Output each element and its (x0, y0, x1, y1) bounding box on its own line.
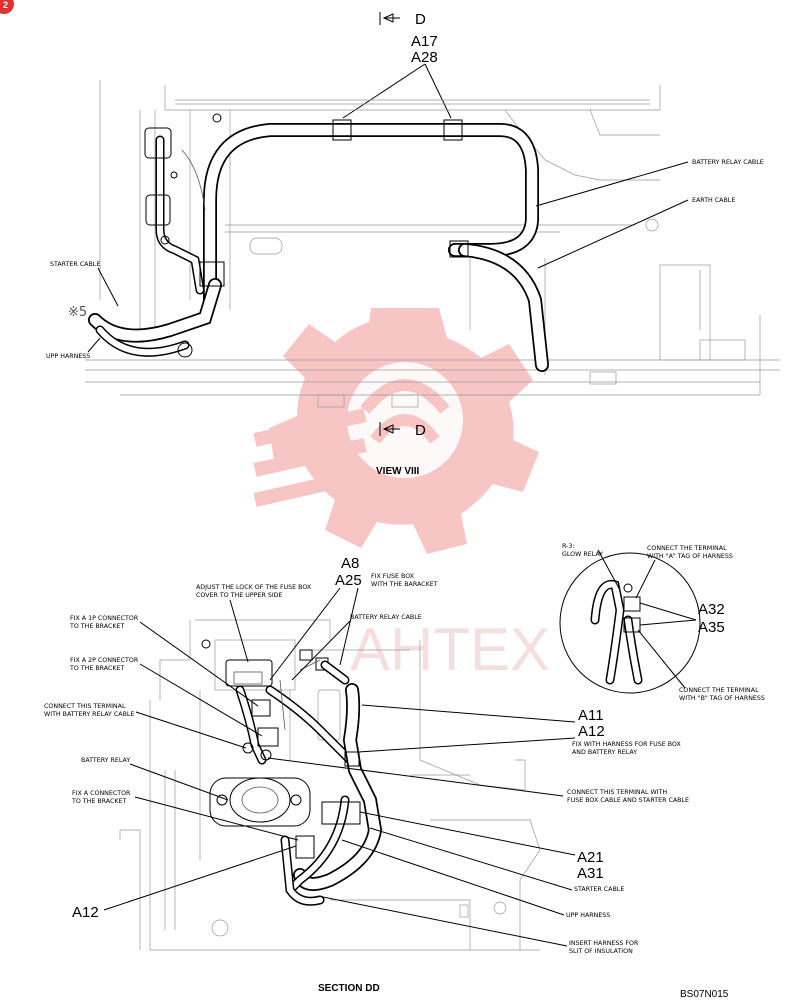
section-arrow-bottom: D (379, 422, 426, 439)
watermark-gear (269, 308, 539, 554)
note-battery-relay: BATTERY RELAY (81, 757, 130, 764)
cable-clamps (212, 113, 469, 258)
note-battery-relay-cable: BATTERY RELAY CABLE (350, 614, 422, 621)
part-ref-a32: A32 (698, 601, 725, 618)
watermark-logo: AHTEX (253, 308, 550, 683)
note-adjust-lock-2: COVER TO THE UPPER SIDE (196, 592, 283, 599)
note-r3-2: GLOW RELAY (562, 551, 603, 558)
note-fix-1p-1: FIX A 1P CONNECTOR (70, 615, 139, 622)
watermark-text: AHTEX (350, 616, 550, 683)
part-ref-a11: A11 (578, 707, 604, 724)
battery-relay-cable-route (203, 123, 539, 307)
battery-relay (209, 777, 311, 827)
drawing-id: BS07N015 (680, 989, 729, 1000)
note-connect-fuse-2: FUSE BOX CABLE AND STARTER CABLE (567, 797, 689, 804)
view-viii-title: VIEW VIII (376, 466, 420, 477)
earth-cable-route (458, 243, 549, 372)
note-r3-1: R-3: (562, 543, 575, 550)
frame-background (85, 80, 780, 408)
part-ref-a31: A31 (577, 865, 604, 882)
note-connect-fuse-1: CONNECT THIS TERMINAL WITH (567, 789, 667, 796)
section-arrow-top: D (379, 11, 426, 28)
section-dd-title: SECTION DD (318, 983, 380, 994)
note-insert-2: SLIT OF INSULATION (569, 948, 633, 955)
note-insert-1: INSERT HARNESS FOR (569, 940, 639, 947)
note-upp-harness: UPP HARNESS (566, 912, 610, 919)
part-ref-a25: A25 (335, 572, 362, 589)
fuse-box (225, 657, 329, 687)
note-fix-connector-2: TO THE BRACKET (71, 798, 127, 805)
part-ref-a12-mid: A12 (578, 723, 605, 740)
detail-circle (559, 549, 701, 694)
part-ref-a8: A8 (341, 555, 359, 572)
label-battery-relay-cable: BATTERY RELAY CABLE (692, 159, 764, 166)
note-tag-a-2: WITH "A" TAG OF HARNESS (647, 553, 733, 560)
corner-badge-label: 2 (3, 0, 8, 10)
note-tag-a-1: CONNECT THE TERMINAL (647, 545, 727, 552)
note-fix-2p-2: TO THE BRACKET (69, 665, 125, 672)
part-ref-a17: A17 (411, 33, 438, 50)
note-fix-2p-1: FIX A 2P CONNECTOR (70, 657, 139, 664)
section-dd-drawing: A8 A25 A11 A12 A21 A31 A12 A32 A35 ADJUS… (44, 543, 765, 1000)
note-tag-b-2: WITH "B" TAG OF HARNESS (679, 695, 765, 702)
symbol-5: ※5 (68, 305, 87, 320)
part-ref-a21: A21 (577, 849, 604, 866)
note-fix-connector-1: FIX A CONNECTOR (72, 790, 131, 797)
note-starter-cable: STARTER CABLE (574, 886, 624, 893)
note-fix-1p-2: TO THE BRACKET (69, 623, 125, 630)
section-mark-bottom: D (415, 422, 426, 439)
note-fix-fuse-box-1: FIX FUSE BOX (371, 573, 415, 580)
note-fix-harness-1: FIX WITH HARNESS FOR FUSE BOX (572, 741, 681, 748)
section-dd-connectors (201, 639, 361, 859)
note-fix-harness-2: AND BATTERY RELAY (572, 749, 637, 756)
part-ref-a12-left: A12 (72, 904, 99, 921)
section-dd-harness (235, 659, 383, 906)
view-viii-drawing: D A17 A28 (46, 11, 780, 477)
starter-cable-route (88, 278, 222, 357)
note-connect-brc-1: CONNECT THIS TERMINAL (44, 703, 126, 710)
part-ref-a28: A28 (411, 49, 438, 66)
note-adjust-lock-1: ADJUST THE LOCK OF THE FUSE BOX (196, 584, 312, 591)
label-starter-cable: STARTER CABLE (50, 261, 100, 268)
label-earth-cable: EARTH CABLE (692, 197, 735, 204)
section-dd-frame (119, 619, 541, 951)
left-harness (144, 127, 225, 358)
label-upp-harness: UPP HARNESS (46, 353, 90, 360)
note-connect-brc-2: WITH BATTERY RELAY CABLE (44, 711, 134, 718)
note-tag-b-1: CONNECT THE TERMINAL (679, 687, 759, 694)
part-ref-a35: A35 (698, 619, 725, 636)
corner-badge: 2 (0, 0, 14, 14)
section-mark-top: D (415, 11, 426, 28)
note-fix-fuse-box-2: WITH THE BARACKET (371, 581, 438, 588)
